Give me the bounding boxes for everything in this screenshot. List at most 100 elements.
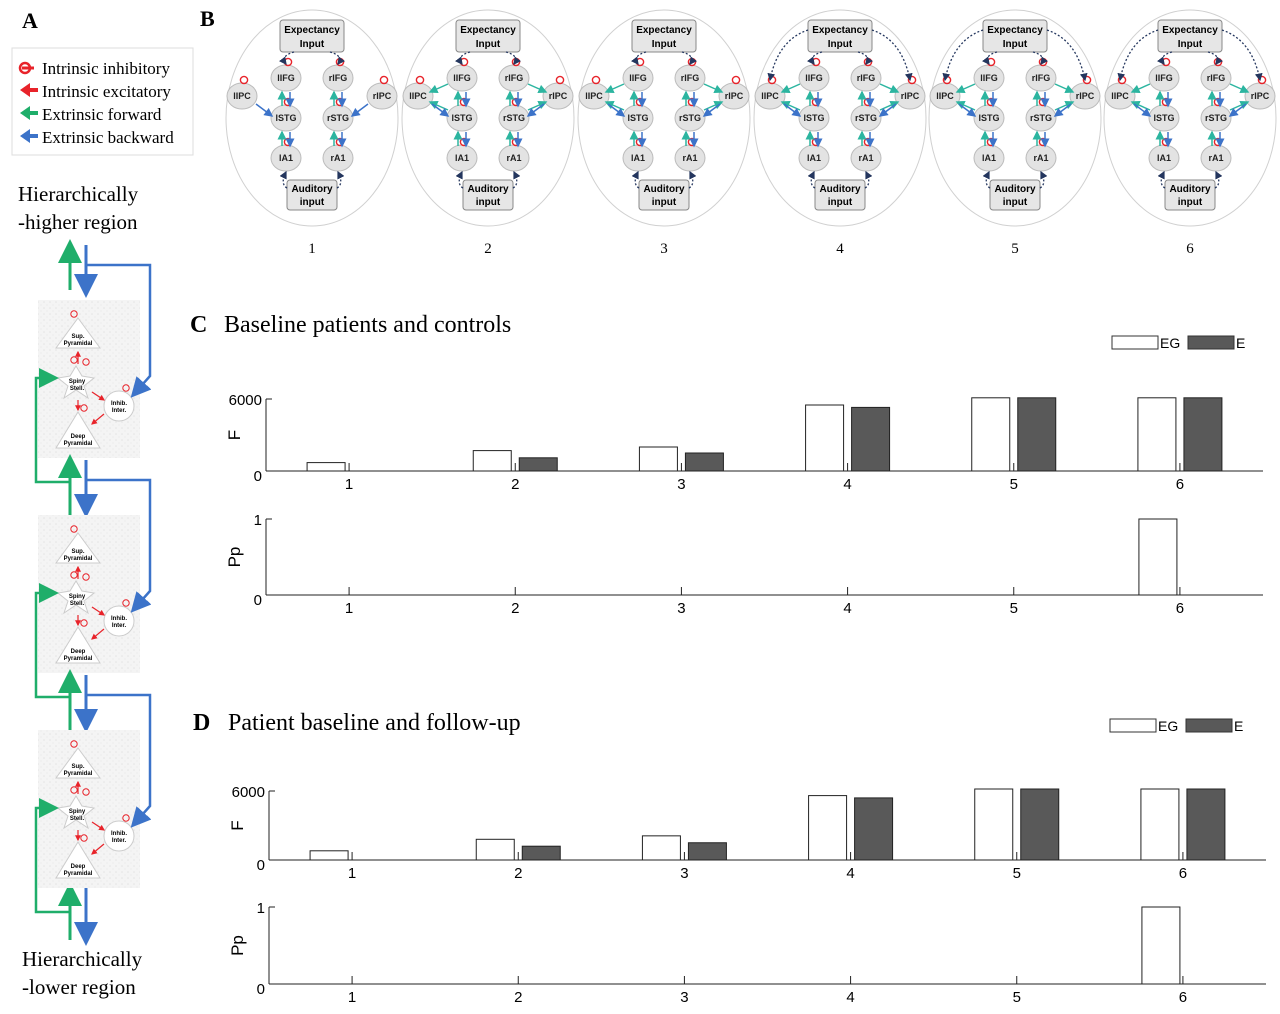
auditory-connection xyxy=(512,170,521,189)
expectancy-label-1: Expectancy xyxy=(812,25,868,36)
arrow-left-icon xyxy=(20,83,38,97)
backward-connection xyxy=(1053,103,1072,117)
self-inhibition-icon xyxy=(82,358,90,366)
self-inhibition-icon xyxy=(82,788,90,796)
auditory-label-1: Auditory xyxy=(1169,184,1211,195)
inhib-label-1: Inhib. xyxy=(111,616,127,622)
bar-e-model-6 xyxy=(1186,788,1226,861)
rSTG-label: rSTG xyxy=(679,113,701,123)
bar-e-model-5 xyxy=(1017,397,1057,472)
lIPC-label: lIPC xyxy=(233,91,251,101)
higher-region-label-1: Hierarchically xyxy=(18,182,139,206)
inhibitory-interneuron-cell xyxy=(103,605,135,637)
microcircuit-1: Sup.PyramidalSpinyStell.DeepPyramidalInh… xyxy=(34,260,152,518)
bar-eg-model-5 xyxy=(971,397,1011,472)
rIFG-label: rIFG xyxy=(681,73,700,83)
auditory-connection xyxy=(1157,170,1166,189)
expectancy-input-box xyxy=(1157,19,1223,53)
expectancy-label-2: Input xyxy=(1003,39,1028,50)
rSTG-label: rSTG xyxy=(855,113,877,123)
model-boundary xyxy=(928,9,1102,227)
lA1-label: lA1 xyxy=(455,153,469,163)
y-tick-label-max: 1 xyxy=(254,512,262,529)
legend-label-e: E xyxy=(1234,718,1243,734)
self-inhibition-icon xyxy=(122,384,130,392)
bar-eg-model-5 xyxy=(974,788,1014,861)
x-tick-label: 3 xyxy=(680,989,688,1006)
self-inhibition-icon xyxy=(122,599,130,607)
y-axis-label: F xyxy=(225,430,244,440)
chart-c-title: Baseline patients and controls xyxy=(224,312,511,338)
x-tick-label: 5 xyxy=(1013,865,1021,882)
microcircuit-stack: Sup.PyramidalSpinyStell.DeepPyramidalInh… xyxy=(34,239,152,946)
auditory-label-2: input xyxy=(300,197,325,208)
spiny-label-1: Spiny xyxy=(69,379,86,385)
inhibitory-interneuron-cell xyxy=(103,390,135,422)
backward-connection xyxy=(1133,103,1152,117)
rA1-label: rA1 xyxy=(682,153,697,163)
auditory-connection xyxy=(336,170,345,189)
legend-label-eg: EG xyxy=(1158,718,1178,734)
legend-swatch-eg xyxy=(1109,718,1157,733)
rA1-label: rA1 xyxy=(506,153,521,163)
expectancy-label-2: Input xyxy=(300,39,325,50)
self-inhibition-icon xyxy=(70,740,78,748)
lSTG-label: lSTG xyxy=(978,113,999,123)
self-inhibition-icon xyxy=(379,75,389,85)
bar-e-model-3 xyxy=(684,452,724,472)
lIPC-label: lIPC xyxy=(409,91,427,101)
deep-pyramidal-cell xyxy=(55,841,101,879)
sup-label-2: Pyramidal xyxy=(64,771,93,777)
x-tick-label: 5 xyxy=(1010,476,1018,493)
auditory-label-2: input xyxy=(652,197,677,208)
expectancy-connection xyxy=(454,51,471,66)
rIPC-label: rIPC xyxy=(373,91,392,101)
legend-label-e: E xyxy=(1236,335,1245,351)
forward-connection xyxy=(1130,83,1151,94)
rSTG-label: rSTG xyxy=(1205,113,1227,123)
panel-letter-d: D xyxy=(193,710,210,736)
x-tick-label: 5 xyxy=(1010,600,1018,617)
legend-a-box xyxy=(11,47,194,156)
excitatory-connection xyxy=(91,606,105,616)
lIPC-label: lIPC xyxy=(936,91,954,101)
rSTG-label: rSTG xyxy=(1030,113,1052,123)
bar-eg-model-1 xyxy=(309,850,349,861)
deep-label-1: Deep xyxy=(71,864,86,870)
lIFG-label: lIFG xyxy=(629,73,647,83)
expectancy-label-2: Input xyxy=(828,39,853,50)
bar-eg-model-1 xyxy=(306,462,346,472)
deep-label-1: Deep xyxy=(71,434,86,440)
chart-legend: EG E xyxy=(1109,718,1243,734)
lIPC-label: lIPC xyxy=(761,91,779,101)
x-tick-label: 6 xyxy=(1179,989,1187,1006)
y-tick-label-min: 0 xyxy=(254,468,262,485)
inhib-label-2: Inter. xyxy=(112,623,127,629)
lIFG-label: lIFG xyxy=(277,73,295,83)
y-tick-label-min: 0 xyxy=(254,592,262,609)
forward-connection xyxy=(780,83,801,94)
self-inhibition-icon xyxy=(70,356,78,364)
rIPC-label: rIPC xyxy=(1076,91,1095,101)
expectancy-ipc-connection xyxy=(942,29,984,82)
x-tick-label: 6 xyxy=(1176,476,1184,493)
model-boundary xyxy=(401,9,575,227)
expectancy-label-2: Input xyxy=(476,39,501,50)
x-tick-label: 1 xyxy=(345,476,353,493)
auditory-connection xyxy=(631,170,640,189)
self-inhibition-icon xyxy=(731,75,741,85)
excitatory-connection xyxy=(91,413,105,425)
auditory-label-2: input xyxy=(1178,197,1203,208)
inhib-label-1: Inhib. xyxy=(111,401,127,407)
forward-connection xyxy=(1054,83,1075,94)
lA1-label: lA1 xyxy=(279,153,293,163)
self-inhibition-icon xyxy=(122,814,130,822)
lIFG-label: lIFG xyxy=(453,73,471,83)
